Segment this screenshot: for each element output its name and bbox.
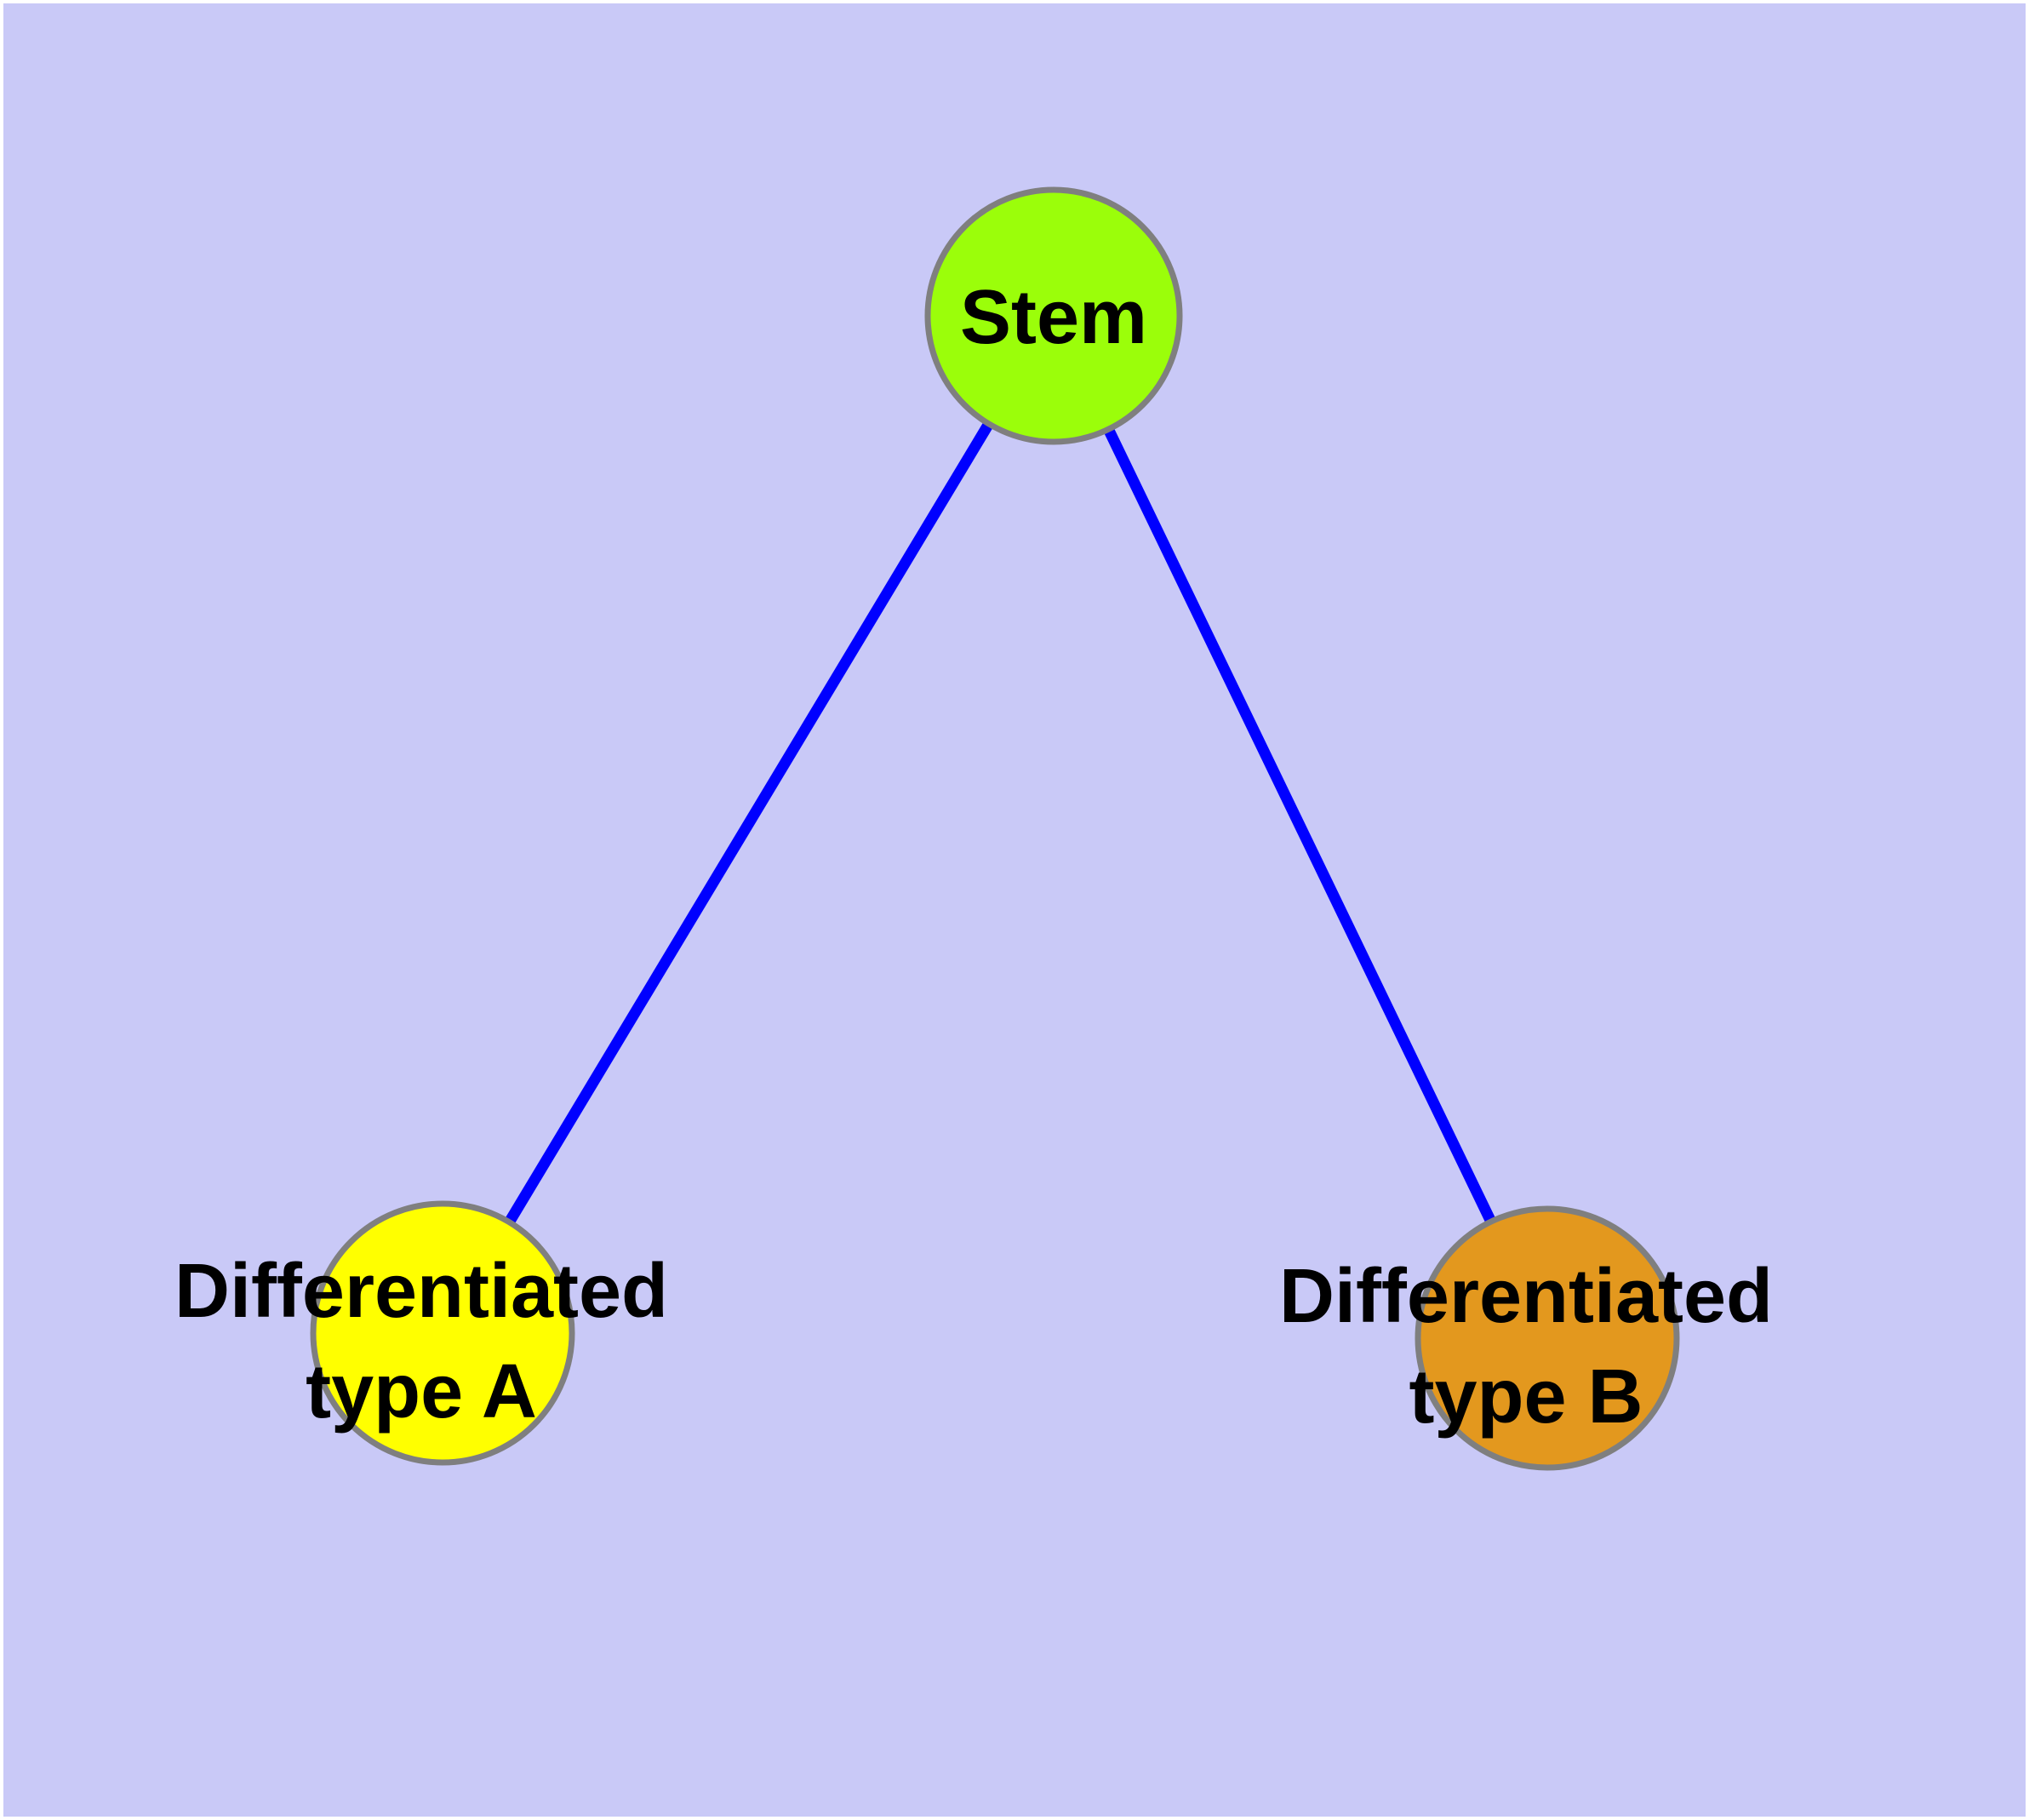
- node-differentiated-type-b-label-line1: Differentiated: [1279, 1254, 1773, 1339]
- node-differentiated-type-b: Differentiated type B: [1279, 1205, 1773, 1471]
- node-differentiated-type-a-label-line1: Differentiated: [174, 1249, 668, 1334]
- node-stem: Stem: [924, 186, 1183, 445]
- node-differentiated-type-a: Differentiated type A: [174, 1200, 668, 1466]
- node-stem-label: Stem: [960, 275, 1147, 360]
- node-differentiated-type-b-label-line2: type B: [1409, 1354, 1643, 1439]
- edge-stem-to-differentiated-type-b: [1049, 313, 1552, 1341]
- edge-stem-to-differentiated-type-a: [437, 312, 1059, 1336]
- node-stem-circle: [924, 186, 1183, 445]
- node-differentiated-type-b-circle: [1415, 1205, 1680, 1471]
- node-differentiated-type-a-circle: [310, 1200, 575, 1466]
- node-differentiated-type-a-label-line2: type A: [306, 1349, 537, 1434]
